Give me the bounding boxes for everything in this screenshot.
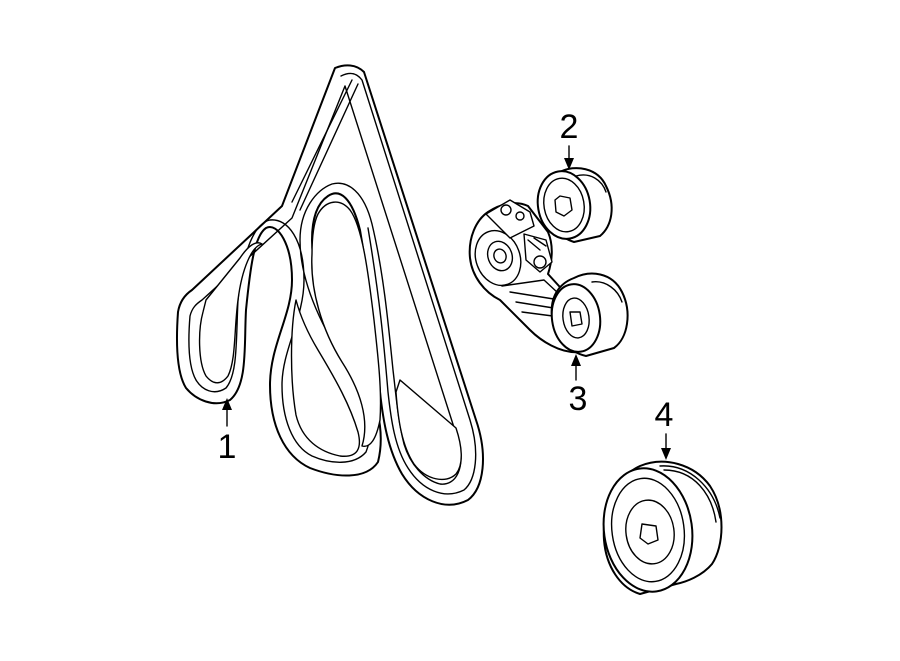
callout-4: 4 — [655, 396, 674, 460]
callout-label-3: 3 — [569, 380, 588, 418]
callout-2: 2 — [560, 108, 579, 170]
belt-tensioner[interactable] — [468, 199, 629, 357]
callout-label-4: 4 — [655, 396, 674, 434]
idler-pulley-small[interactable] — [596, 460, 723, 598]
callout-3: 3 — [569, 354, 588, 418]
serpentine-belt[interactable] — [175, 64, 484, 506]
idler-pulley[interactable] — [532, 167, 613, 243]
callout-label-2: 2 — [560, 108, 579, 146]
callout-1: 1 — [218, 398, 237, 466]
callout-label-1: 1 — [218, 428, 237, 466]
